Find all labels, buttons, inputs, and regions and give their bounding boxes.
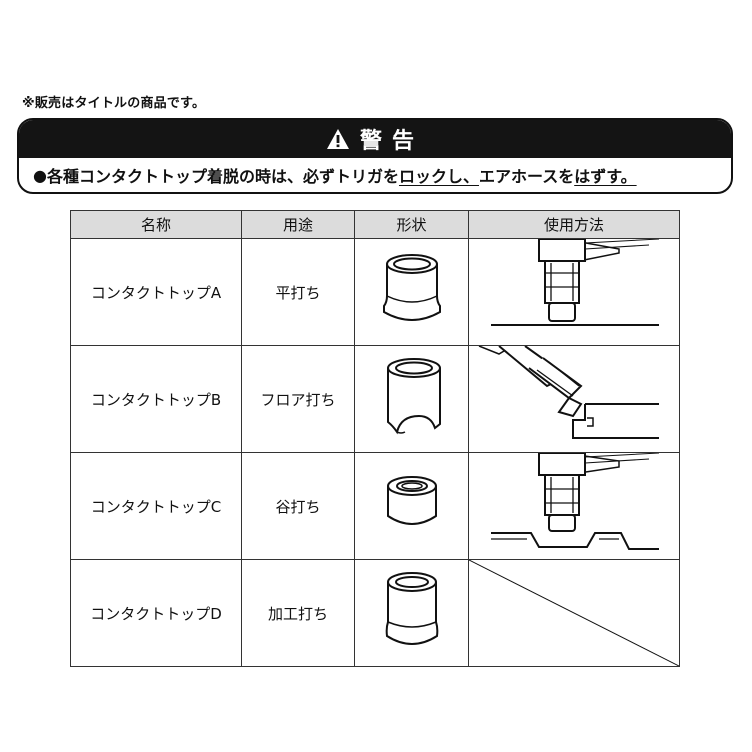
row-shape xyxy=(354,452,469,560)
warning-triangle-icon xyxy=(326,129,349,149)
row-name: コンタクトトップD xyxy=(70,559,242,667)
row-name: コンタクトトップA xyxy=(70,238,242,346)
table-row: コンタクトトップB フロア打ち xyxy=(70,345,680,453)
empty-cell-diagonal xyxy=(469,560,679,666)
warning-text-part-underlined: はずす。 xyxy=(574,167,637,186)
contact-top-c-icon xyxy=(386,476,437,525)
contact-top-b-icon xyxy=(386,358,441,435)
warning-box: 警告 ●各種コンタクトトップ着脱の時は、必ずトリガをロックし、エアホースをはずす… xyxy=(17,118,733,194)
row-shape xyxy=(354,559,469,667)
header-name: 名称 xyxy=(70,210,242,239)
contact-top-table: 名称 用途 形状 使用方法 コンタクトトップA 平打ち xyxy=(70,210,680,667)
note-text: ※販売はタイトルの商品です。 xyxy=(22,96,206,111)
row-use: 加工打ち xyxy=(241,559,355,667)
row-use: 谷打ち xyxy=(241,452,355,560)
table-row: コンタクトトップA 平打ち xyxy=(70,238,680,346)
row-use: フロア打ち xyxy=(241,345,355,453)
row-name: コンタクトトップC xyxy=(70,452,242,560)
warning-header: 警告 xyxy=(19,120,731,158)
header-use: 用途 xyxy=(241,210,355,239)
header-usage: 使用方法 xyxy=(468,210,680,239)
flat-nailing-icon xyxy=(491,239,660,326)
row-shape xyxy=(354,345,469,453)
warning-bullet: ● xyxy=(33,165,47,185)
table-row: コンタクトトップD 加工打ち xyxy=(70,559,680,667)
contact-top-d-icon xyxy=(385,572,438,645)
contact-top-a-icon xyxy=(382,254,441,321)
warning-text-part-underlined: ロックし、 xyxy=(398,167,479,186)
valley-nailing-icon xyxy=(491,453,660,550)
floor-nailing-icon xyxy=(478,346,659,439)
warning-text-part: 各種コンタクトトップ着脱の時は、必ずトリガを xyxy=(46,167,399,186)
row-use: 平打ち xyxy=(241,238,355,346)
row-shape xyxy=(354,238,469,346)
row-usage xyxy=(468,452,680,560)
table-header-row: 名称 用途 形状 使用方法 xyxy=(70,210,680,239)
row-usage-empty xyxy=(468,559,680,667)
warning-text: ●各種コンタクトトップ着脱の時は、必ずトリガをロックし、エアホースをはずす。 xyxy=(19,158,731,192)
warning-title: 警告 xyxy=(359,129,424,154)
row-usage xyxy=(468,238,680,346)
warning-text-part: エアホースを xyxy=(479,167,575,186)
row-usage xyxy=(468,345,680,453)
row-name: コンタクトトップB xyxy=(70,345,242,453)
header-shape: 形状 xyxy=(354,210,469,239)
table-row: コンタクトトップC 谷打ち xyxy=(70,452,680,560)
